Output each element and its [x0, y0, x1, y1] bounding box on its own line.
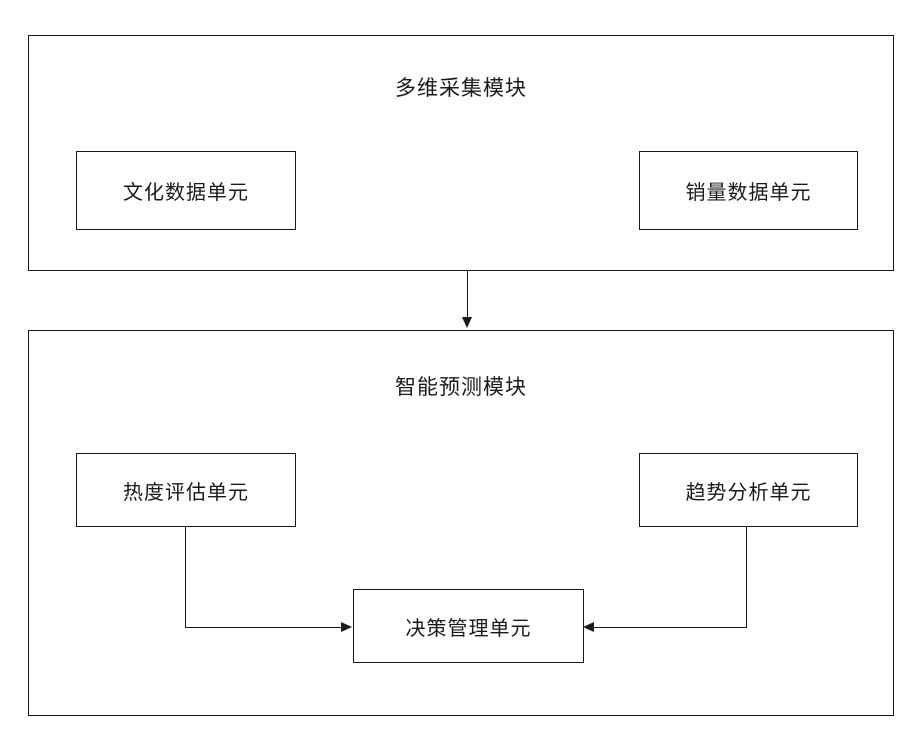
unit-trend-analysis-label: 趋势分析单元 — [685, 479, 812, 504]
connector-popularity-to-decision-arrowhead — [341, 622, 352, 632]
unit-cultural-data[interactable]: 文化数据单元 — [76, 151, 296, 230]
connector-popularity-to-decision-vertical — [185, 526, 186, 627]
unit-decision-management-label: 决策管理单元 — [405, 615, 532, 640]
module-prediction: 智能预测模块 热度评估单元 趋势分析单元 决策管理单元 — [28, 330, 894, 716]
connector-collection-to-prediction-arrowhead — [462, 317, 472, 328]
unit-popularity-evaluation[interactable]: 热度评估单元 — [76, 453, 296, 527]
unit-sales-data-label: 销量数据单元 — [685, 180, 812, 204]
connector-trend-to-decision-horizontal — [594, 627, 747, 628]
module-collection-title: 多维采集模块 — [395, 76, 527, 100]
connector-trend-to-decision-arrowhead — [583, 622, 594, 632]
connector-collection-to-prediction-line — [467, 271, 468, 319]
unit-popularity-evaluation-label: 热度评估单元 — [123, 479, 249, 504]
module-collection: 多维采集模块 文化数据单元 销量数据单元 — [28, 35, 894, 271]
module-prediction-title: 智能预测模块 — [395, 375, 527, 399]
unit-decision-management[interactable]: 决策管理单元 — [353, 589, 584, 663]
connector-trend-to-decision-vertical — [746, 526, 747, 627]
unit-sales-data[interactable]: 销量数据单元 — [639, 151, 858, 230]
unit-trend-analysis[interactable]: 趋势分析单元 — [639, 453, 858, 527]
connector-popularity-to-decision-horizontal — [185, 627, 342, 628]
unit-cultural-data-label: 文化数据单元 — [123, 180, 249, 204]
